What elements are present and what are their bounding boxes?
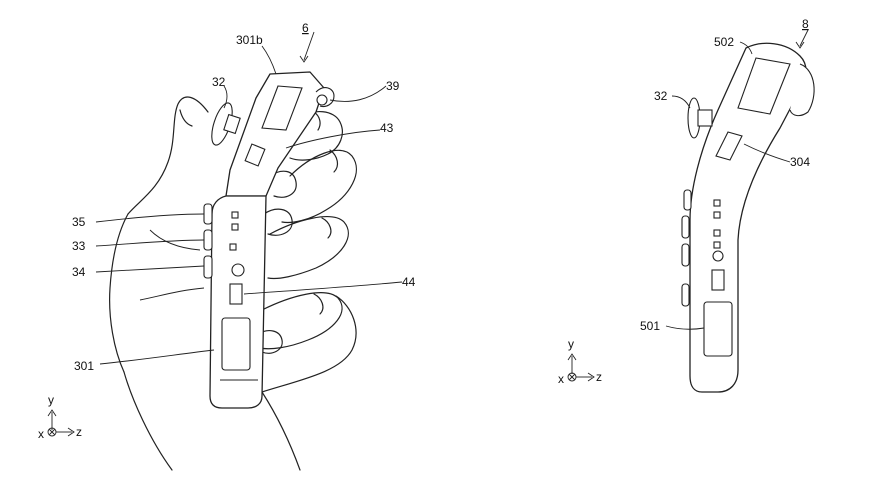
left-axis-y-label: y <box>48 393 54 407</box>
hand-drawing <box>109 96 357 471</box>
label-502: 502 <box>714 35 734 49</box>
label-301b: 301b <box>236 33 263 47</box>
right-axis-y-label: y <box>568 337 574 351</box>
label-33: 33 <box>72 239 86 253</box>
label-43: 43 <box>380 121 394 135</box>
label-304: 304 <box>790 155 810 169</box>
left-axis-z-label: z <box>76 425 82 439</box>
label-35: 35 <box>72 215 86 229</box>
label-39: 39 <box>386 79 400 93</box>
figure-number-6: 6 <box>302 21 309 35</box>
label-32: 32 <box>212 75 226 89</box>
right-leader-lines <box>665 29 809 330</box>
right-axes-symbol: y x z <box>558 337 602 386</box>
controller-curved <box>681 42 815 393</box>
right-axis-z-label: z <box>596 370 602 384</box>
label-34: 34 <box>72 265 86 279</box>
left-figure: 301b 6 32 39 43 35 33 34 44 301 y x z <box>38 21 416 471</box>
right-axis-x-label: x <box>558 372 564 386</box>
label-501: 501 <box>640 319 660 333</box>
left-axes-symbol: y x z <box>38 393 82 441</box>
label-301: 301 <box>74 359 94 373</box>
label-44: 44 <box>402 275 416 289</box>
left-leader-lines <box>95 31 403 365</box>
controller-301 <box>203 71 335 409</box>
left-axis-x-label: x <box>38 427 44 441</box>
label-32-right: 32 <box>654 89 668 103</box>
figure-number-8: 8 <box>802 17 809 31</box>
right-figure: 502 8 32 304 501 y x z <box>558 17 815 393</box>
